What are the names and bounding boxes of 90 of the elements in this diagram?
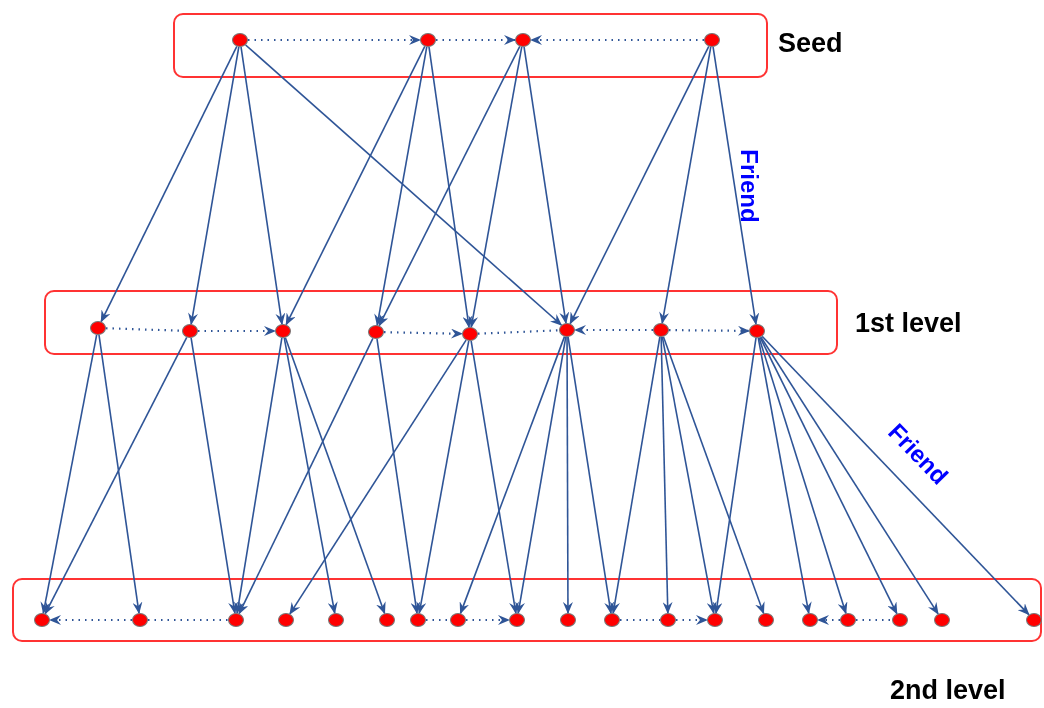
dotted-arrow	[574, 325, 653, 335]
arrow	[569, 45, 710, 325]
dotted-arrow	[817, 615, 840, 625]
node-dot	[660, 613, 676, 627]
arrow	[758, 336, 848, 615]
dotted-line	[426, 618, 450, 622]
arrow	[567, 336, 615, 615]
node-dot	[232, 33, 248, 47]
node-dot	[604, 613, 620, 627]
arrow	[378, 45, 521, 327]
dotted-arrow	[436, 35, 516, 45]
arrow	[523, 46, 570, 325]
node-dot	[560, 613, 576, 627]
arrow	[283, 337, 338, 615]
dotted-arrow	[198, 326, 276, 336]
arrow	[376, 338, 421, 615]
node-dot	[275, 324, 291, 338]
arrow	[190, 337, 239, 615]
arrow	[284, 336, 386, 615]
arrow	[761, 335, 1030, 616]
dotted-arrow	[669, 325, 750, 336]
level-heading: 1st level	[855, 310, 962, 337]
arrow	[233, 337, 283, 615]
node-dot	[328, 613, 344, 627]
dotted-line	[477, 329, 560, 335]
arrow	[468, 46, 523, 329]
arrow	[285, 45, 426, 326]
node-dot	[450, 613, 466, 627]
arrow	[515, 336, 567, 615]
node-dot	[228, 613, 244, 627]
arrow	[470, 340, 519, 615]
arrow	[562, 336, 573, 614]
arrow	[712, 46, 760, 326]
node-dot	[707, 613, 723, 627]
arrow	[244, 44, 563, 326]
dotted-line	[620, 618, 660, 622]
arrow	[416, 340, 470, 615]
node-dot	[132, 613, 148, 627]
arrow	[760, 336, 939, 615]
arrow	[40, 334, 98, 615]
arrow	[374, 46, 428, 327]
arrow	[459, 335, 566, 615]
level-heading: 2nd level	[890, 677, 1006, 704]
node-dot	[704, 33, 720, 47]
node-dot	[802, 613, 818, 627]
node-dot	[34, 613, 50, 627]
dotted-arrow	[383, 328, 463, 339]
node-dot	[758, 613, 774, 627]
node-dot	[892, 613, 908, 627]
arrow	[98, 334, 143, 615]
node-dot	[749, 324, 765, 338]
dotted-arrow	[676, 615, 708, 625]
dotted-arrow	[49, 615, 132, 625]
arrow	[661, 336, 717, 615]
node-dot	[559, 323, 575, 337]
arrow	[712, 337, 757, 615]
arrow	[100, 45, 238, 323]
arrow	[610, 336, 661, 615]
node-dot	[368, 325, 384, 339]
arrow	[662, 335, 765, 615]
node-dot	[462, 327, 478, 341]
arrow	[428, 46, 473, 329]
level-heading: Seed	[778, 30, 843, 57]
edge-label: Friend	[736, 148, 761, 223]
node-dot	[840, 613, 856, 627]
node-dot	[653, 323, 669, 337]
arrow	[240, 46, 286, 326]
arrow	[238, 337, 374, 615]
arrow	[188, 46, 240, 326]
dotted-arrow	[248, 35, 421, 45]
node-dot	[90, 321, 106, 335]
node-dot	[420, 33, 436, 47]
node-dot	[278, 613, 294, 627]
dotted-arrow	[530, 35, 704, 45]
arrow	[44, 336, 188, 615]
arrow	[759, 336, 898, 615]
node-dot	[509, 613, 525, 627]
arrow	[659, 46, 712, 325]
node-dot	[379, 613, 395, 627]
node-dot	[182, 324, 198, 338]
dotted-line	[148, 618, 228, 622]
arrow	[757, 337, 812, 615]
node-dot	[1026, 613, 1042, 627]
node-dot	[410, 613, 426, 627]
dotted-arrow	[466, 615, 510, 625]
arrow	[289, 339, 467, 615]
arrow	[660, 336, 673, 614]
dotted-line	[856, 618, 892, 622]
node-dot	[515, 33, 531, 47]
node-dot	[934, 613, 950, 627]
